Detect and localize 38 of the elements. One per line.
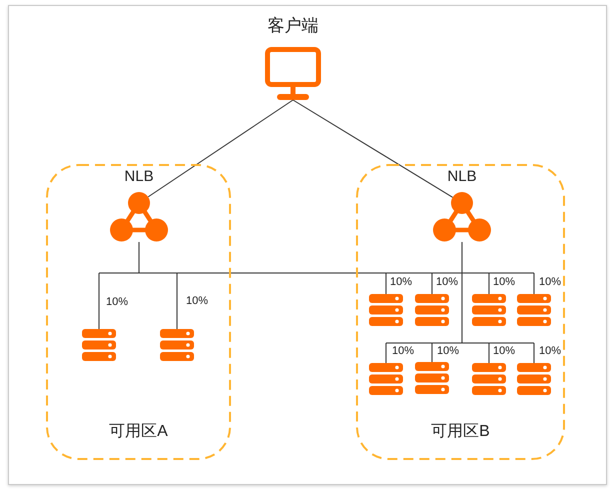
- zone-label: 可用区B: [431, 424, 490, 440]
- server-icon: [472, 363, 506, 395]
- server-icon: [82, 329, 116, 361]
- connector-line: [292, 100, 454, 198]
- dashed-zone-outline: [356, 164, 565, 460]
- edge-label: 10%: [391, 346, 416, 357]
- dashed-zone-outline: [46, 164, 231, 460]
- connector-line: [488, 342, 490, 364]
- network-nodes-icon: [110, 192, 168, 242]
- edge-label: 10%: [436, 346, 460, 357]
- node-caption: 客户端: [268, 17, 318, 34]
- server-icon: [415, 362, 449, 394]
- edge-label: 10%: [105, 297, 130, 308]
- edge-label: 10%: [185, 296, 210, 307]
- zone-label: 可用区A: [109, 424, 168, 440]
- network-nodes-icon: [433, 192, 491, 242]
- edge-label: 10%: [435, 277, 460, 288]
- edge-label: 10%: [389, 277, 414, 288]
- server-icon: [472, 294, 506, 326]
- edge-label: 10%: [538, 346, 562, 357]
- server-icon: [369, 363, 403, 395]
- connector-line: [386, 242, 534, 344]
- connector-line: [488, 272, 490, 294]
- node-caption: NLB: [124, 169, 154, 184]
- server-icon: [160, 329, 194, 361]
- edge-label: 10%: [538, 277, 562, 288]
- node-caption: NLB: [447, 169, 477, 184]
- server-icon: [369, 294, 403, 326]
- edge-label: 10%: [492, 346, 516, 357]
- connector-line: [98, 272, 100, 330]
- connector-line: [148, 100, 294, 198]
- connector-line: [176, 272, 178, 330]
- edge-label: 10%: [492, 277, 516, 288]
- server-icon: [415, 294, 449, 326]
- monitor-icon: [265, 47, 321, 100]
- server-icon: [517, 294, 551, 326]
- server-icon: [517, 363, 551, 395]
- connector-line: [98, 242, 534, 274]
